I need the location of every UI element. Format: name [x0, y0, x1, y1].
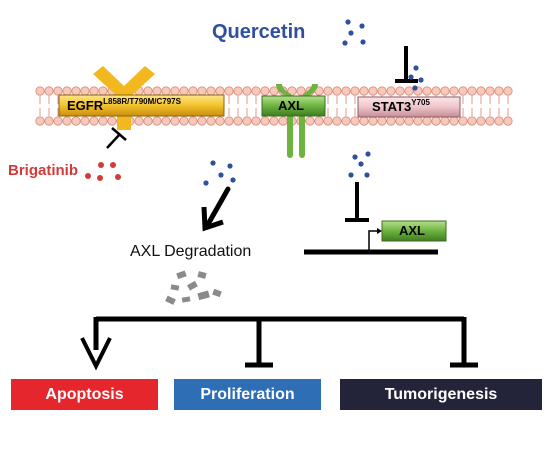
axl-gene-label: AXL — [399, 223, 425, 238]
stat3-inhibition-arrow — [395, 46, 418, 83]
quercetin-dots-top — [342, 19, 366, 46]
quercetin-dots-degradation — [203, 160, 236, 186]
egfr-box — [58, 94, 225, 117]
axl-gene-box — [381, 220, 447, 242]
transcription-inhibition-arrow — [345, 182, 369, 222]
stat3-site: Y705 — [411, 98, 430, 107]
stat3-box — [357, 96, 461, 118]
outcome-tumorigenesis: Tumorigenesis — [340, 379, 542, 410]
egfr-mutations: L858R/T790M/C797S — [103, 97, 181, 106]
brigatinib-label: Brigatinib — [8, 162, 78, 179]
quercetin-dots-stat3 — [408, 65, 424, 91]
stat3-main: STAT3 — [372, 99, 412, 114]
degradation-arrow — [201, 186, 231, 232]
axl-membrane-label: AXL — [278, 98, 304, 113]
egfr-label: EGFRL858R/T790M/C797S — [67, 97, 181, 113]
brigatinib-inhibition-arrow — [106, 127, 127, 149]
axl-receptor-shape — [276, 84, 318, 158]
outcome-apoptosis: Apoptosis — [11, 379, 158, 410]
egfr-main: EGFR — [67, 98, 104, 113]
brigatinib-dots — [85, 162, 121, 181]
outcome-branch — [80, 316, 478, 371]
gene-promoter — [304, 228, 438, 255]
stat3-label: STAT3Y705 — [372, 98, 430, 114]
quercetin-label: Quercetin — [212, 21, 306, 43]
degraded-fragments — [165, 270, 222, 305]
quercetin-dots-transcription — [348, 151, 371, 178]
axl-membrane-box — [261, 95, 326, 117]
axl-degradation-label: AXL Degradation — [130, 243, 252, 260]
outcome-proliferation: Proliferation — [174, 379, 321, 410]
